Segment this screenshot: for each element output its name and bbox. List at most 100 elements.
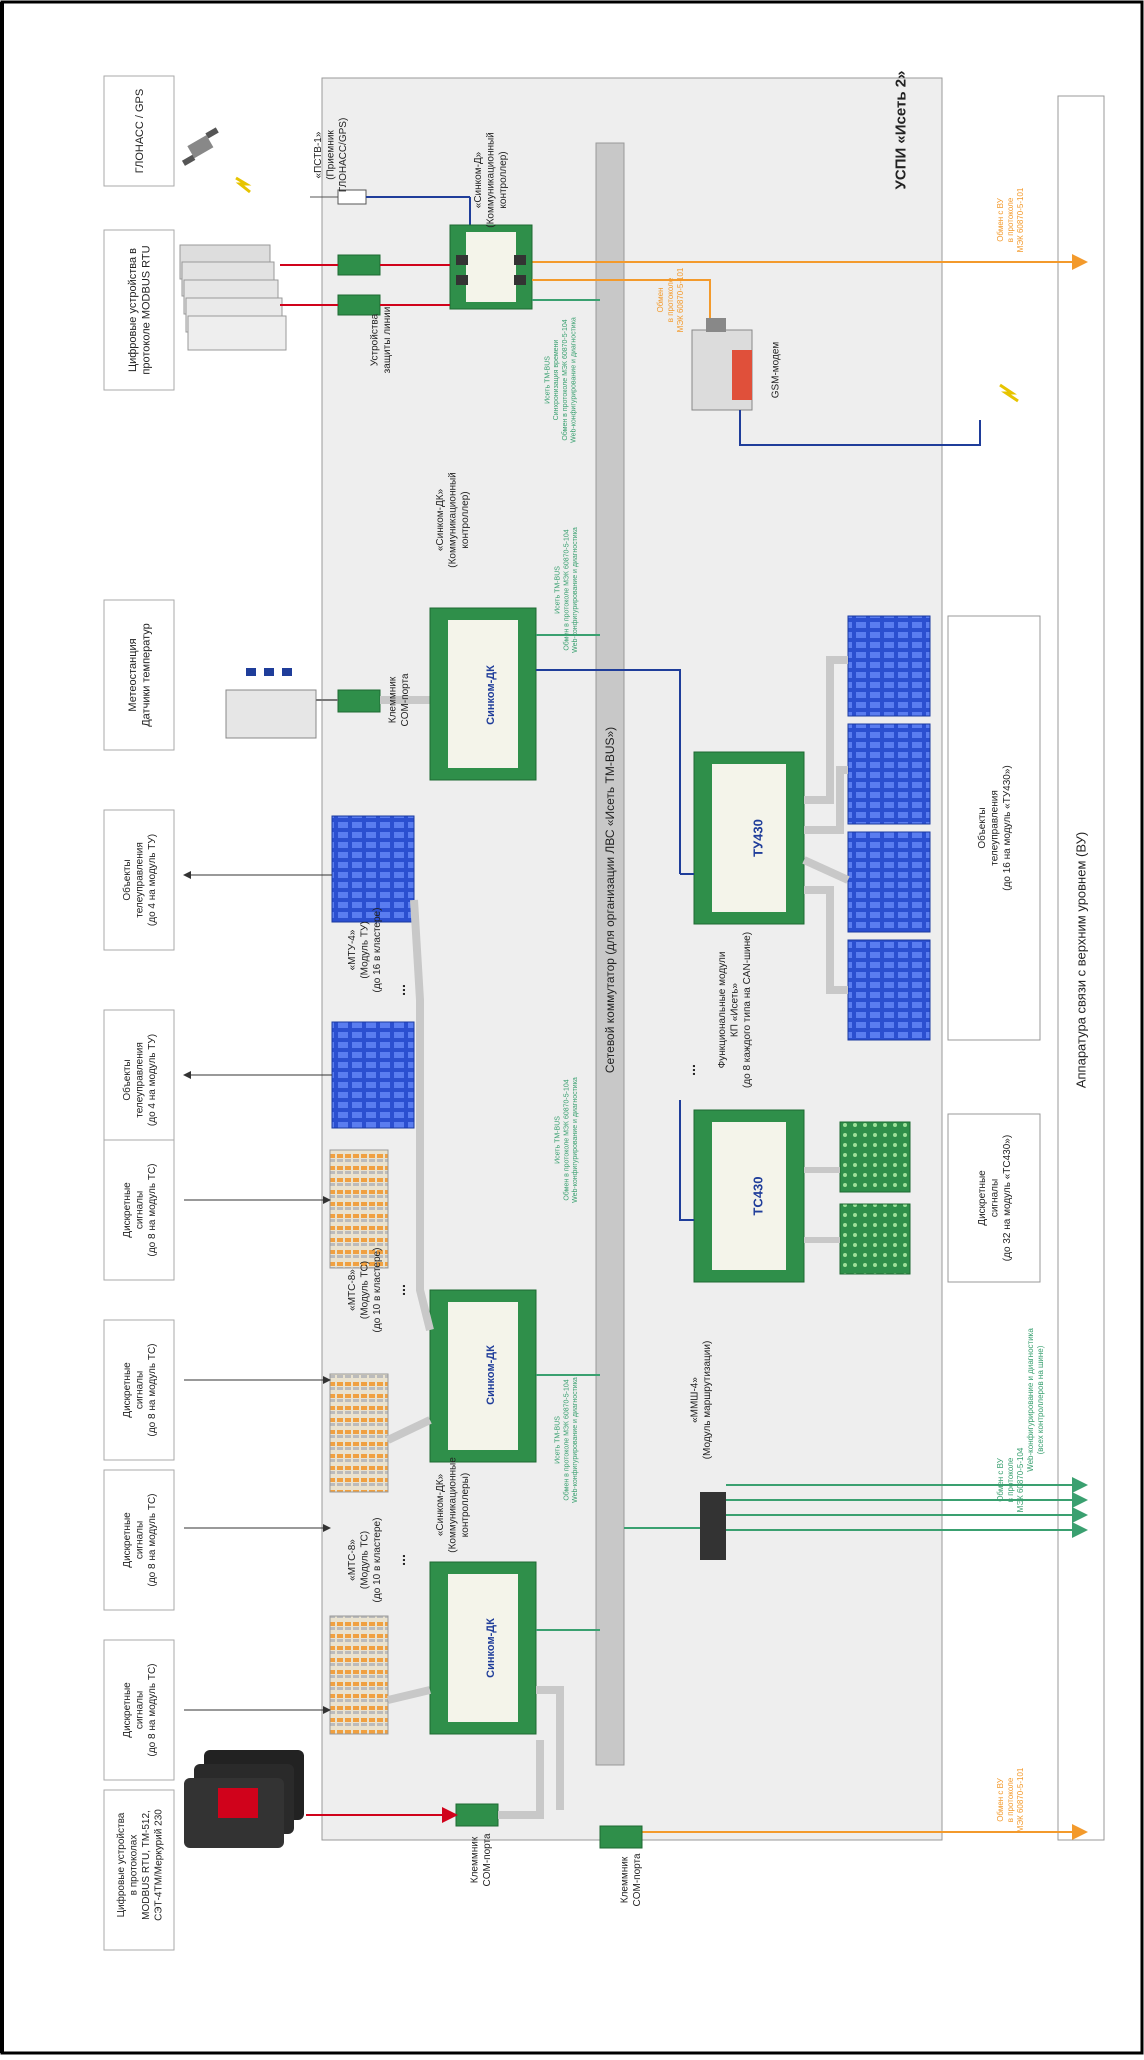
ellipsis-ts2: ...	[392, 1554, 408, 1566]
ts-label-3-line: (до 8 на модуль ТС)	[147, 1493, 158, 1586]
pstv-receiver	[310, 189, 471, 235]
tu430-objects-line: Объекты	[976, 807, 988, 848]
modbus-label-line: Цифровые устройства в	[127, 248, 139, 372]
tu430-module	[693, 751, 805, 925]
web-conf-line: (всех контроллеров на шине)	[1036, 1345, 1045, 1454]
meters-label-line: Цифровые устройства	[115, 1812, 127, 1917]
tu-label-1-line: Объекты	[121, 859, 133, 900]
gsm-signal-icon	[999, 383, 1019, 403]
tu430-name-line: ТУ430	[751, 819, 766, 857]
gsm-antenna-line	[739, 410, 981, 446]
mmsh-label-line: (Модуль маршрутизации)	[702, 1341, 713, 1460]
tu-label-1-line: (до 4 на модуль ТУ)	[147, 834, 158, 926]
tu430-name: ТУ430	[751, 819, 766, 857]
bus-note-top-line: Web-конфигурирование и диагностика	[571, 317, 578, 443]
tc430-objects-line: сигналы	[990, 1179, 1001, 1217]
dk-mid-name-line: Синком-ДК	[485, 1345, 497, 1405]
glonass-label: ГЛОНАСС / GPS	[134, 89, 146, 173]
sincom-dk-middle	[429, 1289, 537, 1463]
tc430-objects-line: (до 32 на модуль «ТС430»)	[1002, 1135, 1013, 1261]
mts8-label-2-line: «МТС-8»	[347, 1539, 358, 1581]
cluster-link-tu	[410, 899, 434, 1331]
tu430-link-1	[804, 656, 848, 804]
com-label-2-line: Клеммник	[619, 1856, 630, 1903]
sincom-dk-pair-label-line: «Синком-ДК»	[435, 1473, 446, 1536]
ellipsis-ts1: ...	[392, 1284, 408, 1296]
tu-label-2-line: (до 4 на модуль ТУ)	[147, 1034, 158, 1126]
com-label-2-line: COM-порта	[632, 1853, 643, 1906]
bus-note-dk-top-line: Web-конфигурирование и диагностика	[572, 527, 579, 653]
ellipsis-ts2-line: ...	[392, 1554, 408, 1566]
exchange-101-top-line: МЭК 60870-5-101	[1016, 187, 1025, 252]
bus-note-top-line: Исеть TM-BUS	[544, 356, 551, 404]
protection-terminal-2	[337, 294, 381, 316]
upper-level-label-line: Аппаратура связи с верхним уровнем (ВУ)	[1074, 832, 1089, 1088]
bus-note-mid-line: Обмен в протоколе МЭК 60870-5-104	[562, 1079, 570, 1200]
tu-box-1	[103, 809, 175, 951]
labels-layer: УСПИ «Исеть 2»Сетевой коммутатор (для ор…	[103, 71, 1089, 1951]
tu430-relay-1	[847, 615, 931, 717]
dk-mid-name: Синком-ДК	[485, 1345, 497, 1405]
meters-label-line: MODBUS RTU, TM-512,	[141, 1810, 152, 1920]
sincom-dk-top-label-line: «Синком-ДК»	[435, 488, 446, 551]
glonass-box	[103, 75, 175, 187]
mts8-label-1: «МТС-8»(Модуль ТС)(до 10 в кластере)	[347, 1248, 383, 1333]
protection-label-line: защиты линии	[382, 307, 393, 374]
ts-box-4	[103, 1639, 175, 1781]
satellite-icon	[181, 127, 252, 194]
exchange-101-top-line: в протоколе	[1006, 197, 1015, 242]
tc430-block-1	[839, 1121, 911, 1193]
tc430-objects-line: Дискретные	[977, 1170, 988, 1226]
mmsh-router	[700, 1492, 726, 1560]
exchange-104-line: в протоколе	[1006, 1457, 1015, 1502]
mts8-label-2-line: (Модуль ТС)	[360, 1531, 371, 1589]
tc430-module	[693, 1109, 805, 1283]
tc430-block-2	[839, 1203, 911, 1275]
weather-label-line: Метеостанция	[127, 638, 139, 711]
tu430-objects-box	[947, 615, 1041, 1041]
sincom-d-label-line: «Синком-Д»	[473, 151, 484, 208]
dk-top-name: Синком-ДК	[485, 665, 497, 725]
sincom-dk-top-label-line: контроллер)	[460, 491, 471, 548]
ts-label-3-line: Дискретные	[122, 1512, 133, 1568]
dk-bottom-name: Синком-ДК	[485, 1618, 497, 1678]
tu-label-2-line: телеуправления	[135, 1042, 146, 1118]
network-bus	[595, 142, 625, 1766]
upper-level-bar	[1057, 95, 1105, 1841]
ts-label-3-line: сигналы	[135, 1521, 146, 1559]
tu430-link-4	[804, 886, 848, 994]
exchange-104-line: Обмен с ВУ	[996, 1457, 1005, 1502]
bus-note-bottom-line: Web-конфигурирование и диагностика	[572, 1377, 579, 1503]
bus-label: Сетевой коммутатор (для организации ЛВС …	[603, 727, 617, 1073]
dk-can-link	[536, 669, 681, 874]
com-label-1-line: Клеммник	[469, 1836, 480, 1883]
mmsh-label-line: «ММШ-4»	[689, 1377, 700, 1423]
exchange-101-top-line: Обмен с ВУ	[996, 197, 1005, 242]
sincom-dk-top	[429, 607, 537, 781]
glonass-label-line: ГЛОНАСС / GPS	[134, 89, 146, 173]
bus-note-mid-line: Исеть TM-BUS	[555, 1116, 562, 1164]
gsm-label-line: GSM-модем	[771, 342, 782, 399]
tu430-objects-line: (до 16 на модуль «ТУ430»)	[1002, 765, 1013, 891]
pstv-label-line: «ПСТВ-1»	[313, 131, 324, 178]
gsm-modem	[691, 318, 753, 411]
gsm-note-line: МЭК 60870-5-101	[676, 267, 685, 332]
exchange-101-bottom-line: МЭК 60870-5-101	[1016, 1767, 1025, 1832]
mtu4-label: «МТУ-4»(Модуль ТУ)(до 16 в кластере)	[347, 908, 383, 993]
mts8-label-2: «МТС-8»(Модуль ТС)(до 10 в кластере)	[347, 1518, 383, 1603]
gsm-label: GSM-модем	[771, 342, 782, 399]
func-modules-label-line: Функциональные модули	[717, 952, 728, 1069]
ts-label-1-line: Дискретные	[122, 1182, 133, 1238]
